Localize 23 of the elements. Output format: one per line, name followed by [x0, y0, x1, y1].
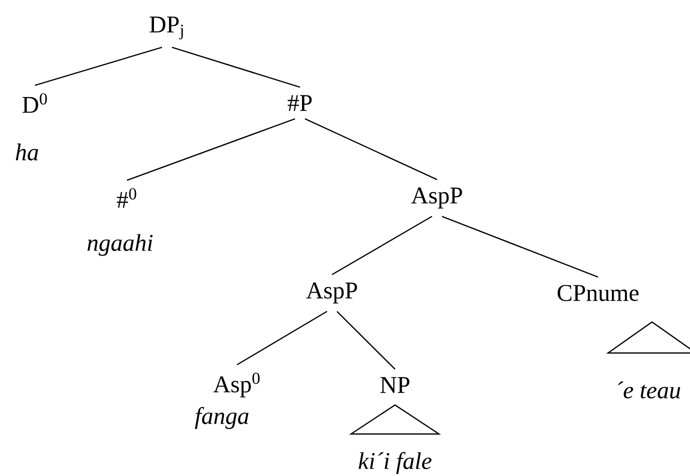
node-label: ´e teau: [618, 382, 680, 398]
node-label: ki´i fale: [358, 452, 432, 474]
roof-triangle: ´e teau: [606, 321, 690, 398]
category-label: AspP: [306, 282, 358, 304]
branch-line: [336, 310, 396, 370]
category-label: DP$_{j}$: [150, 16, 183, 40]
branch-line: [126, 118, 296, 181]
branch-line: [34, 46, 162, 86]
category-label: AspP: [411, 188, 462, 208]
branch-line: [172, 46, 300, 88]
category-label: Asp$^{0}$: [213, 372, 260, 398]
branch-line: [442, 216, 598, 278]
word-label: fanga: [194, 407, 248, 429]
word-label: ha: [16, 144, 38, 160]
category-label: #$^{0}$: [116, 188, 136, 208]
word-label: ngaahi: [88, 234, 153, 256]
category-label: D$^{0}$: [22, 93, 47, 113]
category-label: NP: [380, 377, 410, 393]
category-label: #P: [288, 95, 312, 111]
branch-line: [236, 310, 328, 366]
branch-line: [304, 118, 438, 180]
category-label: CPnume: [558, 284, 639, 302]
branch-line: [332, 216, 432, 276]
